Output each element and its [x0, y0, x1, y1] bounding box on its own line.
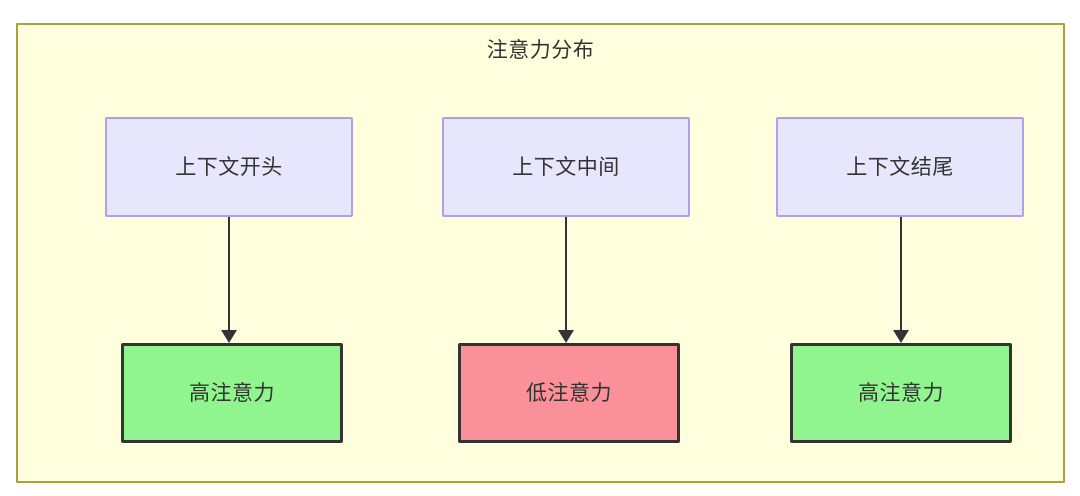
edge-context-middle-to-low-attention [565, 217, 567, 331]
node-context-middle[interactable]: 上下文中间 [442, 117, 690, 217]
edge-context-end-to-high-attention [900, 217, 902, 331]
edge-context-start-to-high-attention [228, 217, 230, 331]
node-context-end[interactable]: 上下文结尾 [776, 117, 1024, 217]
node-high-attention-start[interactable]: 高注意力 [121, 343, 343, 443]
node-context-start[interactable]: 上下文开头 [105, 117, 353, 217]
attention-distribution-subgraph: 注意力分布 上下文开头 高注意力 上下文中间 低注意力 上下文结尾 高注意力 [16, 23, 1065, 483]
subgraph-title: 注意力分布 [486, 39, 595, 62]
node-high-attention-end[interactable]: 高注意力 [790, 343, 1012, 443]
node-low-attention-middle[interactable]: 低注意力 [458, 343, 680, 443]
